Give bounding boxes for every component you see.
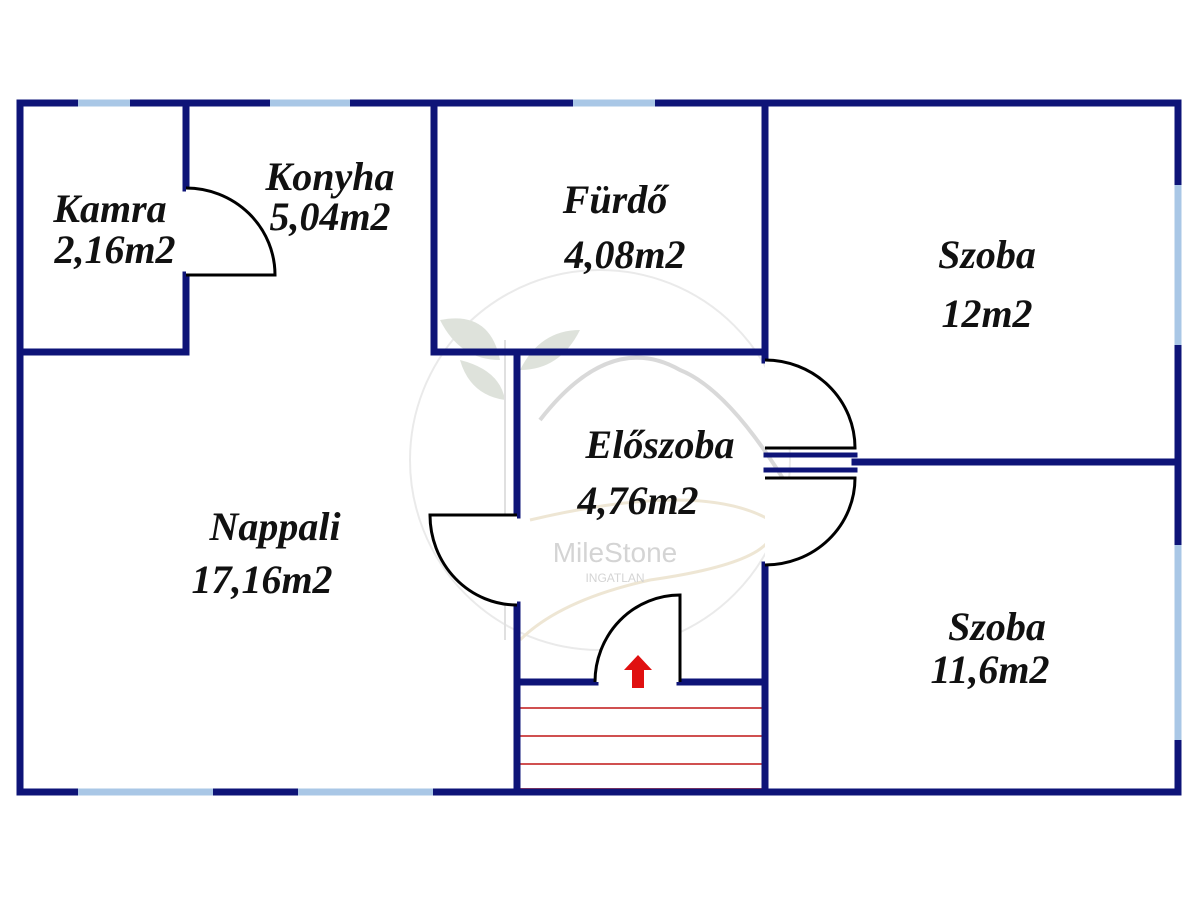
room-name-kamra: Kamra [52, 186, 166, 231]
room-name-szoba-1: Szoba [938, 232, 1036, 277]
watermark-sub: INGATLAN [585, 571, 644, 585]
room-area-szoba-1: 12m2 [941, 291, 1032, 336]
room-area-nappali: 17,16m2 [191, 557, 332, 602]
windows [78, 99, 1182, 796]
door-nappali [428, 513, 518, 607]
watermark-swoosh [518, 498, 774, 642]
door-szoba-2 [764, 476, 857, 567]
watermark-mountain-icon [538, 355, 792, 492]
room-name-eloszoba: Előszoba [585, 422, 735, 467]
room-name-konyha: Konyha [265, 154, 395, 199]
room-area-szoba-2: 11,6m2 [931, 647, 1050, 692]
interior-walls [16, 99, 1182, 796]
entrance-arrow-icon [624, 655, 652, 688]
room-name-szoba-2: Szoba [948, 604, 1046, 649]
door-entrance [593, 593, 682, 683]
watermark-leaf-icon [460, 360, 505, 400]
room-area-furdo: 4,08m2 [563, 232, 685, 277]
watermark-brand: MileStone [553, 537, 678, 568]
doors [185, 186, 857, 683]
door-kamra [185, 186, 277, 277]
stairs [520, 707, 762, 790]
room-area-eloszoba: 4,76m2 [576, 478, 698, 523]
room-name-furdo: Fürdő [562, 177, 670, 222]
room-area-kamra: 2,16m2 [53, 227, 175, 272]
room-name-nappali: Nappali [208, 504, 340, 549]
wall-konyha-furdo [430, 99, 769, 356]
door-szoba-1 [764, 358, 857, 450]
room-area-konyha: 5,04m2 [269, 194, 390, 239]
wall-szoba-divider-double [763, 452, 858, 473]
wall-kamra [16, 99, 190, 356]
